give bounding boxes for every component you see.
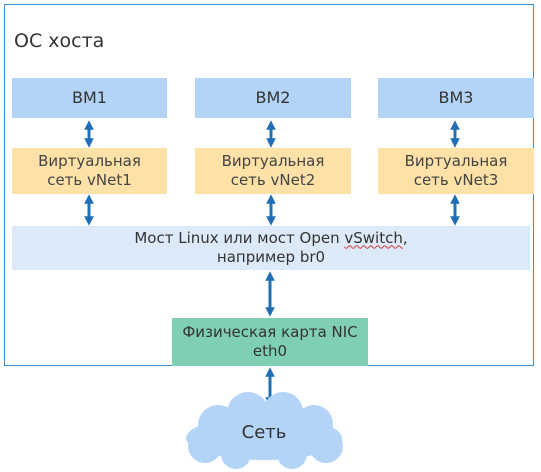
vnet1-line2: сеть vNet1: [47, 171, 132, 189]
vnet1-line1: Виртуальная: [38, 152, 141, 171]
nic-line2: eth0: [252, 342, 288, 360]
vnet2-line2: сеть vNet2: [230, 171, 316, 189]
network-label: Сеть: [241, 422, 287, 443]
vnet3-line1: Виртуальная: [404, 152, 508, 171]
network-cloud-icon: [186, 392, 343, 469]
vm2-box: ВМ2: [195, 78, 351, 118]
vnet2-box: Виртуальная сеть vNet2: [195, 148, 351, 194]
nic-line1: Физическая карта NIC: [182, 323, 358, 342]
bridge-line1: Мост Linux или мост Open vSwitch,: [134, 229, 407, 247]
vnet2-line1: Виртуальная: [221, 152, 325, 171]
vm3-label: ВМ3: [438, 88, 474, 107]
vm2-label: ВМ2: [255, 88, 291, 107]
vm3-box: ВМ3: [378, 78, 534, 118]
vm1-box: ВМ1: [12, 78, 167, 118]
vnet3-box: Виртуальная сеть vNet3: [378, 148, 534, 194]
bridge-line1-prefix: Мост Linux или мост Open: [134, 229, 345, 248]
bridge-line1-flagged: vSwitch: [344, 229, 403, 248]
nic-box: Физическая карта NIC eth0: [172, 318, 368, 366]
vm1-label: ВМ1: [72, 88, 107, 107]
bridge-line1-suffix: ,: [402, 229, 408, 248]
bridge-box: Мост Linux или мост Open vSwitch, наприм…: [12, 226, 530, 270]
bridge-line2: например br0: [216, 248, 326, 266]
host-os-title: ОС хоста: [14, 30, 105, 52]
vnet3-line2: сеть vNet3: [413, 171, 499, 189]
vnet1-box: Виртуальная сеть vNet1: [12, 148, 167, 194]
